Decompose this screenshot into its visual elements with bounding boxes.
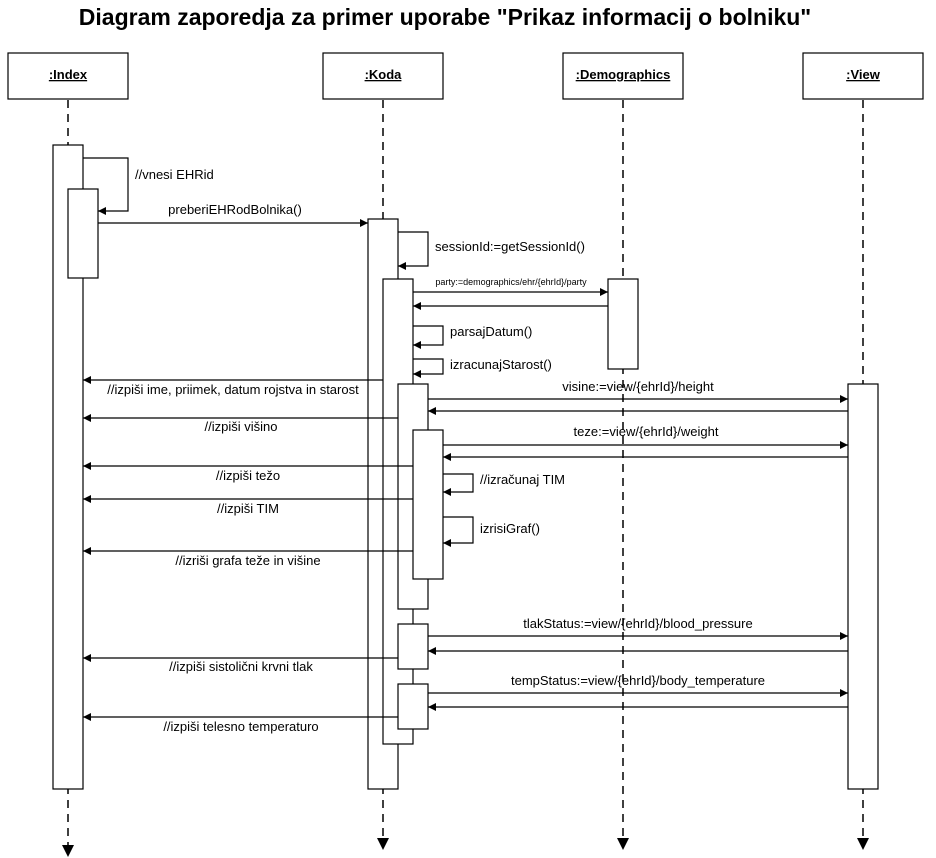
message-label: preberiEHRodBolnika() (168, 202, 302, 217)
participant-view: :View (802, 52, 924, 100)
lifeline-end-arrow (377, 838, 389, 850)
diagram-title: Diagram zaporedja za primer uporabe "Pri… (78, 4, 812, 30)
message-label: parsajDatum() (450, 324, 532, 339)
activation-koda-temp (397, 683, 429, 730)
participant-koda-label: :Koda (365, 67, 403, 82)
activation-koda-4 (412, 429, 444, 580)
msg-self-koda (413, 358, 444, 378)
lifeline-end-arrow (617, 838, 629, 850)
message-label: //izpiši sistolični krvni tlak (169, 659, 313, 674)
msg-self-koda (413, 325, 444, 349)
msg-self-koda (443, 473, 474, 496)
message-label: party:=demographics/ehr/{ehrId}/party (435, 277, 587, 287)
activation-demographics (607, 278, 639, 370)
message-label: izrisiGraf() (480, 521, 540, 536)
message-label: //izpiši težo (216, 468, 280, 483)
msg-self-index (83, 157, 129, 215)
message-label: visine:=view/{ehrId}/height (562, 379, 714, 394)
participant-index: :Index (7, 52, 129, 100)
message-label: //izpiši TIM (217, 501, 279, 516)
message-label: sessionId:=getSessionId() (435, 239, 585, 254)
message-label: //izpiši višino (205, 419, 278, 434)
activation-index-nested (67, 188, 99, 279)
msg-self-koda (443, 516, 474, 547)
activation-view (847, 383, 879, 790)
message-label: izracunajStarost() (450, 357, 552, 372)
message-label: tlakStatus:=view/{ehrId}/blood_pressure (523, 616, 752, 631)
message-label: //vnesi EHRid (135, 167, 214, 182)
participant-view-label: :View (846, 67, 881, 82)
participant-koda: :Koda (322, 52, 444, 100)
message-label: teze:=view/{ehrId}/weight (574, 424, 719, 439)
participant-demographics: :Demographics (562, 52, 684, 100)
message-label: //izriši grafa teže in višine (175, 553, 320, 568)
activation-koda-bp (397, 623, 429, 670)
message-label: //izračunaj TIM (480, 472, 565, 487)
lifeline-end-arrow (62, 845, 74, 857)
message-label: //izpiši telesno temperaturo (163, 719, 318, 734)
message-label: tempStatus:=view/{ehrId}/body_temperatur… (511, 673, 765, 688)
message-label: //izpiši ime, priimek, datum rojstva in … (107, 382, 359, 397)
msg-self-koda (398, 231, 429, 270)
participant-demographics-label: :Demographics (576, 67, 671, 82)
participant-index-label: :Index (49, 67, 88, 82)
lifeline-end-arrow (857, 838, 869, 850)
